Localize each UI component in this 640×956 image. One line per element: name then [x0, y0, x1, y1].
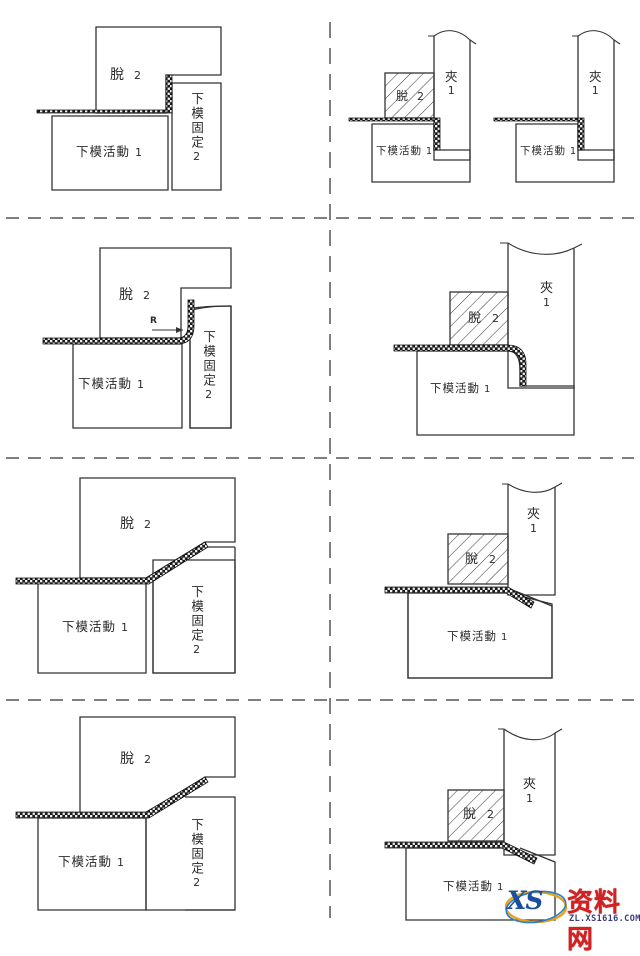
stripper-body — [447, 789, 505, 842]
sheet-metal-vertical — [577, 117, 585, 151]
break-line-clamp — [572, 30, 621, 45]
label-radius-callout: R — [150, 316, 158, 326]
panel-r2c2 — [393, 242, 583, 436]
lower-die-fixed-outline — [189, 306, 232, 429]
sheet-metal-chamfer-bend — [384, 841, 538, 865]
radius-callout-arrow — [152, 327, 183, 333]
stripper-body — [79, 477, 236, 579]
lower-die-movable-body — [51, 115, 169, 191]
clamp-body — [507, 484, 556, 596]
die-diagram-canvas — [6, 22, 634, 921]
clamp-body — [577, 36, 615, 161]
sheet-metal-chamfer-bend — [15, 776, 209, 819]
panel-r1c1 — [36, 26, 222, 191]
sheet-metal-chamfer-bend — [15, 541, 209, 585]
stripper-body — [384, 72, 435, 119]
sheet-metal-horizontal — [36, 109, 168, 114]
sheet-metal-chamfer-bend — [384, 586, 535, 609]
panel-r4c2 — [384, 728, 563, 921]
panel-r1c2b — [493, 30, 621, 183]
watermark-logo-text: XS — [507, 886, 543, 915]
sheet-metal-horizontal — [348, 117, 435, 122]
xs-logo-icon — [505, 890, 567, 924]
lower-die-fixed-outline — [152, 547, 236, 674]
label-lower-die-fixed: 下模固定2 — [189, 92, 205, 165]
break-line-clamp — [498, 728, 563, 741]
sheet-metal-radius-bend — [393, 344, 527, 387]
sheet-metal-vertical — [433, 117, 441, 151]
lower-die-fixed-body — [171, 82, 222, 191]
panel-r3c1 — [15, 477, 236, 674]
sheet-metal-radius-bend — [42, 299, 195, 345]
sheet-metal-horizontal — [493, 117, 579, 122]
lower-die-movable-outline — [407, 590, 553, 679]
stripper-body — [447, 533, 509, 585]
label-lower-die-fixed: 下模固定2 — [189, 585, 205, 658]
stripper-body — [449, 291, 509, 346]
watermark-url: ZL.XS1616.COM — [569, 914, 640, 924]
label-lower-die-fixed: 下模固定2 — [201, 330, 217, 403]
clamp-body — [507, 243, 575, 389]
break-line-clamp — [500, 242, 583, 255]
panel-r3c2 — [384, 482, 563, 679]
sheet-metal-vertical — [165, 74, 173, 114]
panel-r4c1 — [15, 716, 236, 911]
watermark: XS 资料网 ZL.XS1616.COM — [505, 878, 640, 955]
label-lower-die-fixed: 下模固定2 — [189, 818, 205, 891]
break-line-clamp — [428, 30, 477, 45]
lower-die-movable-outline — [405, 847, 556, 921]
break-line-clamp — [502, 482, 563, 493]
panel-r2c1 — [42, 247, 232, 429]
panel-r1c2a — [348, 30, 477, 183]
stripper-body — [79, 716, 236, 814]
